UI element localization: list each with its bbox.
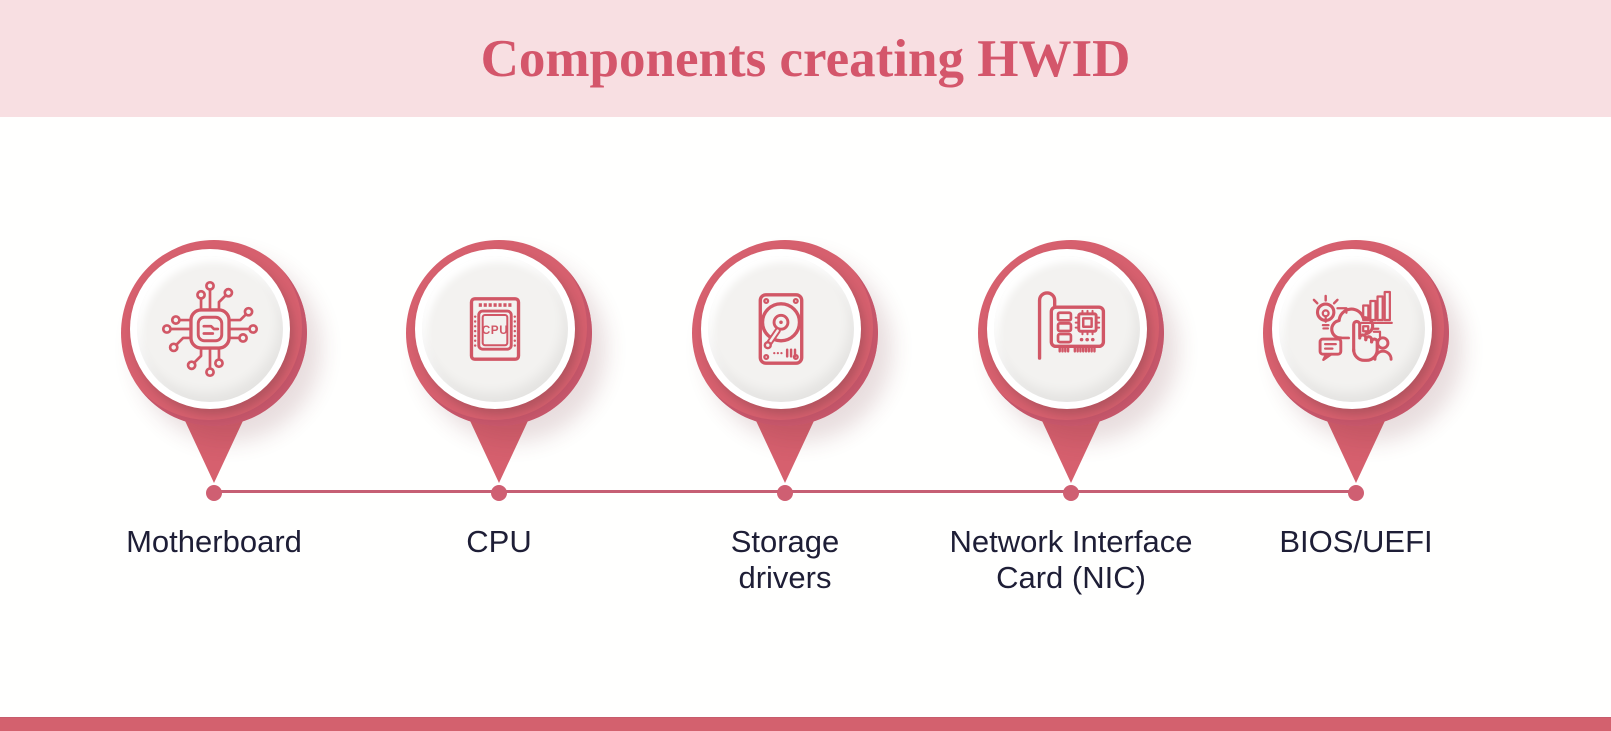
map-pin [121, 240, 307, 426]
pin-inner-ring [130, 249, 290, 409]
bios-uefi-icon [1312, 290, 1393, 362]
cpu-icon: CPU [469, 297, 521, 361]
motherboard-icon [161, 280, 259, 378]
pin-face: CPU [422, 256, 568, 402]
bottom-bar [0, 717, 1611, 731]
map-pin: CPU [406, 240, 592, 426]
map-pin [692, 240, 878, 426]
item-label: Network Interface Card (NIC) [949, 524, 1193, 595]
timeline-dot [1348, 485, 1364, 501]
item-label: Storage drivers [730, 524, 840, 595]
pin-inner-ring: CPU [415, 249, 575, 409]
pin-inner-ring [1272, 249, 1432, 409]
map-pin [978, 240, 1164, 426]
item-label: Motherboard [126, 524, 302, 559]
timeline-dot [777, 485, 793, 501]
item-label: BIOS/UEFI [1279, 524, 1433, 559]
pin-face [994, 256, 1140, 402]
pin-inner-ring [701, 249, 861, 409]
timeline-dot [491, 485, 507, 501]
pin-face [137, 256, 283, 402]
pin-face [708, 256, 854, 402]
network-card-icon [1037, 291, 1106, 360]
storage-drive-icon [758, 293, 804, 365]
cpu-icon-text: CPU [482, 324, 509, 337]
title-banner: Components creating HWID [0, 0, 1611, 117]
pin-face [1279, 256, 1425, 402]
timeline-dot [206, 485, 222, 501]
page-title: Components creating HWID [480, 29, 1131, 88]
item-label: CPU [466, 524, 532, 559]
pin-inner-ring [987, 249, 1147, 409]
timeline-dot [1063, 485, 1079, 501]
map-pin [1263, 240, 1449, 426]
